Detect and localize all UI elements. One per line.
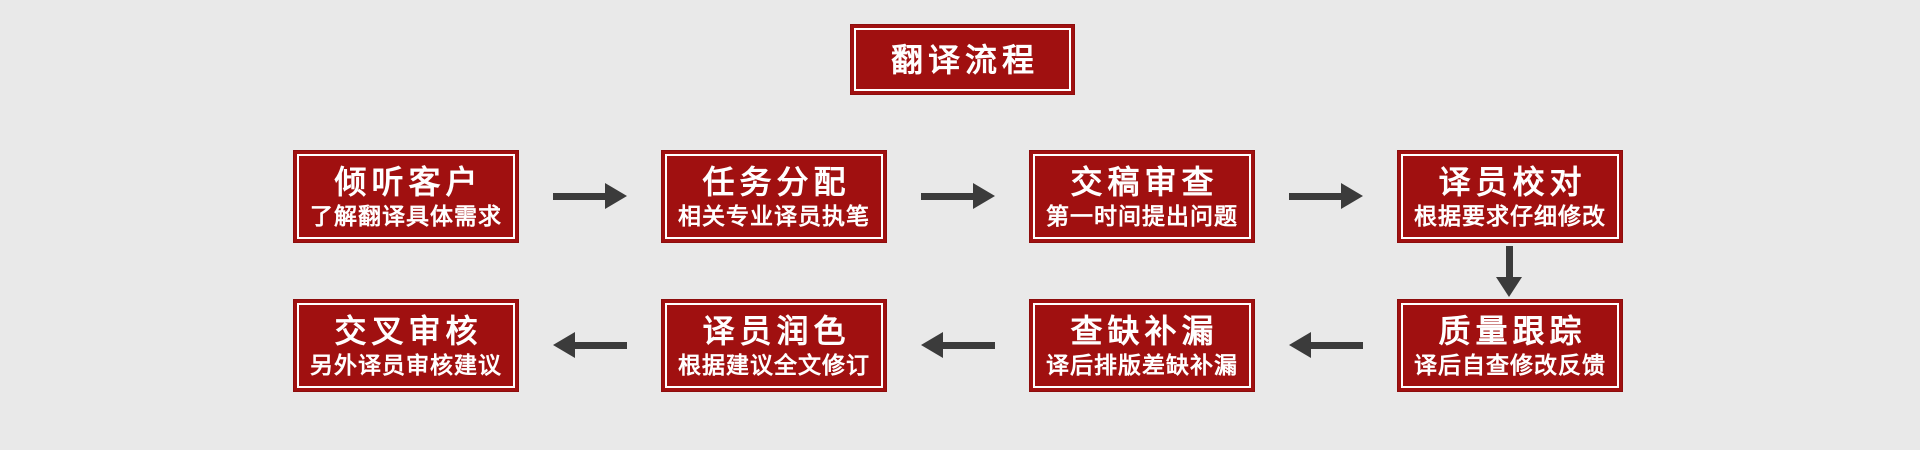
arrow-shaft <box>1311 341 1363 349</box>
arrow-left-icon <box>921 332 995 358</box>
step-title: 译员润色 <box>702 311 851 350</box>
step-box-task-assignment: 任务分配 相关专业译员执笔 <box>661 150 887 243</box>
arrow-shaft <box>1289 192 1341 200</box>
step-subtitle: 译后排版差缺补漏 <box>1046 352 1238 379</box>
step-title: 译员校对 <box>1438 162 1587 201</box>
arrow-head <box>553 332 575 358</box>
arrow-head <box>1496 277 1522 297</box>
arrow-left-icon <box>1289 332 1363 358</box>
flow-title-box: 翻译流程 <box>850 24 1075 95</box>
step-box-fill-gaps: 查缺补漏 译后排版差缺补漏 <box>1029 299 1255 392</box>
step-subtitle: 相关专业译员执笔 <box>678 203 870 230</box>
step-subtitle: 译后自查修改反馈 <box>1414 352 1606 379</box>
arrow-head <box>973 183 995 209</box>
arrow-head <box>921 332 943 358</box>
arrow-left-icon <box>553 332 627 358</box>
arrow-shaft <box>575 341 627 349</box>
step-title: 交叉审核 <box>334 311 483 350</box>
step-title: 任务分配 <box>702 162 851 201</box>
step-title: 质量跟踪 <box>1438 311 1587 350</box>
arrow-right-icon <box>921 183 995 209</box>
arrow-shaft <box>921 192 973 200</box>
step-subtitle: 根据建议全文修订 <box>678 352 870 379</box>
arrow-shaft <box>553 192 605 200</box>
step-subtitle: 第一时间提出问题 <box>1046 203 1238 230</box>
step-title: 交稿审查 <box>1070 162 1219 201</box>
arrow-head <box>1341 183 1363 209</box>
step-subtitle: 另外译员审核建议 <box>310 352 502 379</box>
step-title: 查缺补漏 <box>1070 311 1219 350</box>
arrow-head <box>1289 332 1311 358</box>
step-box-listen-customer: 倾听客户 了解翻译具体需求 <box>293 150 519 243</box>
arrow-right-icon <box>1289 183 1363 209</box>
step-box-cross-review: 交叉审核 另外译员审核建议 <box>293 299 519 392</box>
flow-title: 翻译流程 <box>890 40 1039 79</box>
arrow-down-icon <box>1496 246 1522 297</box>
step-box-draft-review: 交稿审查 第一时间提出问题 <box>1029 150 1255 243</box>
arrow-shaft <box>1505 246 1513 277</box>
step-box-quality-tracking: 质量跟踪 译后自查修改反馈 <box>1397 299 1623 392</box>
arrow-right-icon <box>553 183 627 209</box>
step-subtitle: 了解翻译具体需求 <box>310 203 502 230</box>
step-box-translator-polish: 译员润色 根据建议全文修订 <box>661 299 887 392</box>
step-title: 倾听客户 <box>334 162 483 201</box>
arrow-head <box>605 183 627 209</box>
step-box-translator-proofread: 译员校对 根据要求仔细修改 <box>1397 150 1623 243</box>
step-subtitle: 根据要求仔细修改 <box>1414 203 1606 230</box>
arrow-shaft <box>943 341 995 349</box>
